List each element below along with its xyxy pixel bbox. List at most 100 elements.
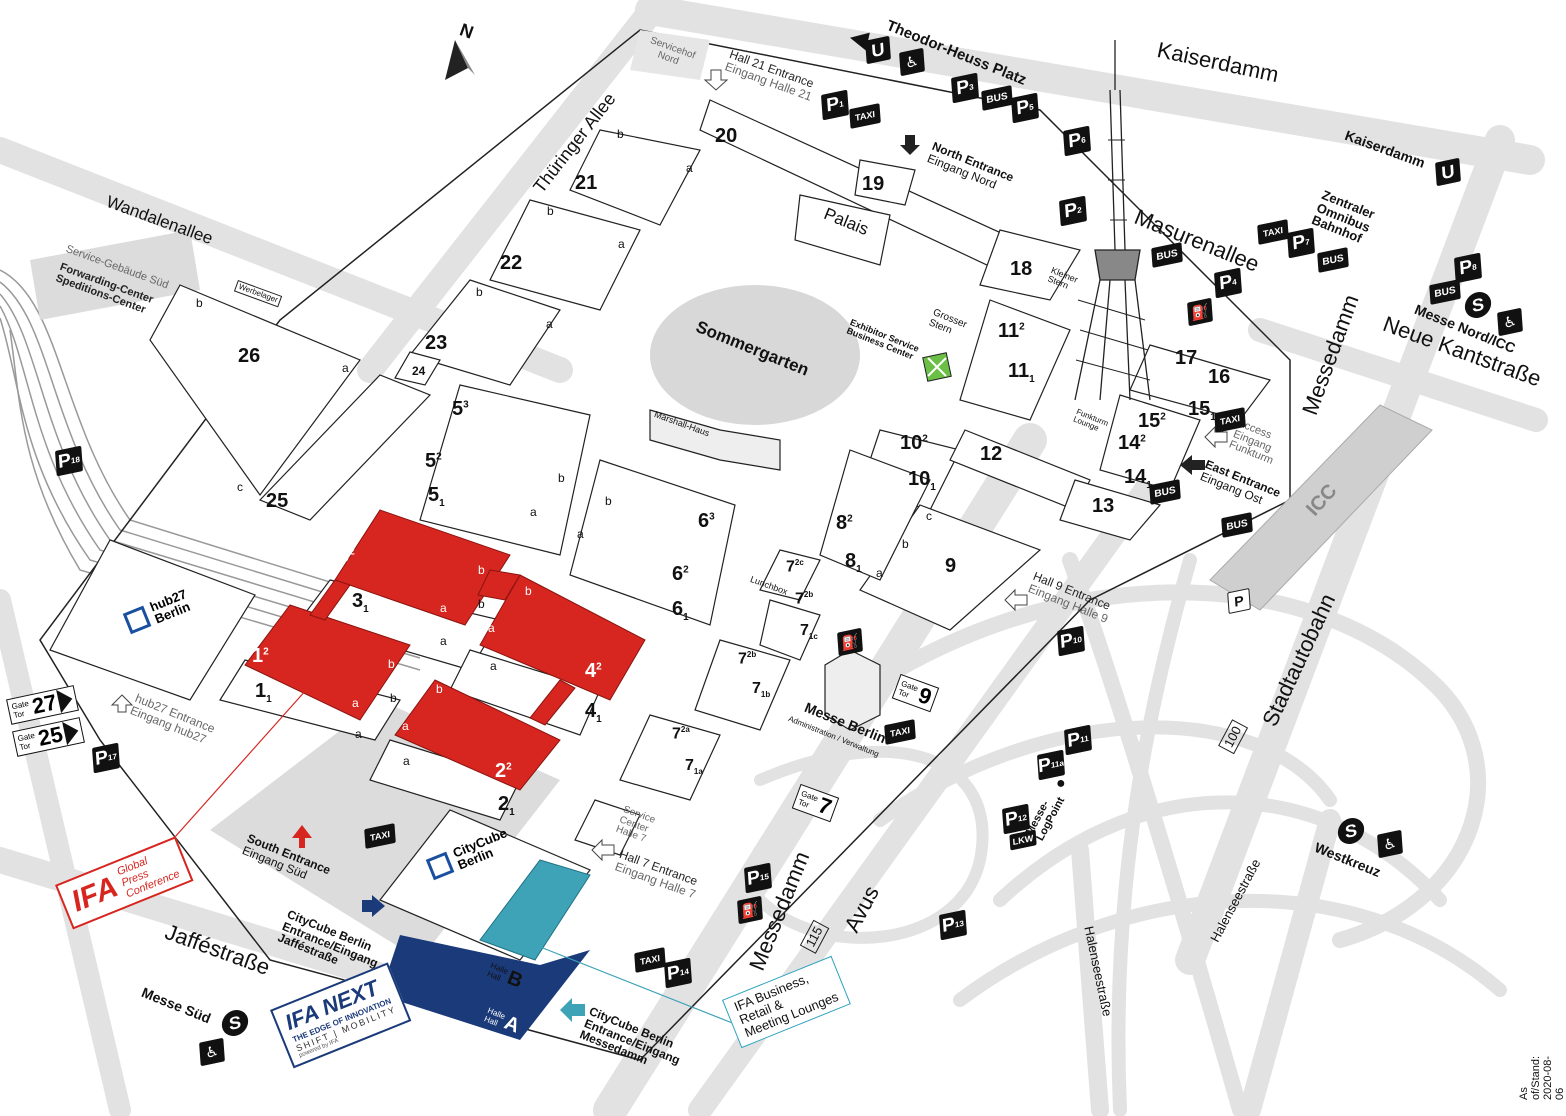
service-center-7 — [574, 799, 641, 856]
south-entrance-arrow-icon — [292, 825, 312, 848]
section-letter: a — [355, 727, 362, 741]
hall9-arrow-icon — [1004, 588, 1028, 612]
section-letter: c — [237, 480, 243, 494]
hall-3-1-label: 31 — [352, 590, 369, 615]
u-bahn-theodor-icon: U — [865, 35, 891, 65]
hall-21 — [569, 129, 701, 226]
section-letter: b — [617, 127, 624, 141]
north-entrance-arrow-icon — [900, 135, 920, 155]
section-letter: a — [352, 696, 359, 710]
road-halensee — [1239, 809, 1341, 1116]
section-letter: a — [440, 634, 447, 648]
hall-2-2-label: 22 — [495, 760, 512, 782]
servicehof-area — [630, 30, 710, 80]
lounge-callout-line — [509, 934, 751, 1031]
hall-19-label: 19 — [862, 173, 885, 195]
connector-3 — [529, 679, 576, 726]
sommergarten — [650, 285, 860, 425]
hall-25 — [258, 374, 432, 521]
u-bahn-kaiserdamm-icon: U — [1435, 157, 1461, 187]
section-letter: a — [577, 527, 584, 541]
section-letter: b — [558, 471, 565, 485]
hall-6-2-label: 62 — [672, 563, 689, 585]
hall-24 — [394, 351, 441, 386]
section-letter: b — [476, 285, 483, 299]
date-stamp: As of/Stand: 2020-08-06 — [1518, 1055, 1566, 1100]
rail-lines — [0, 269, 421, 671]
hall7-arrow-icon — [591, 838, 615, 862]
hall-6 — [569, 459, 736, 626]
section-letter: b — [436, 682, 443, 696]
entrance-arrows — [110, 40, 1228, 1022]
section-letter: b — [388, 657, 395, 671]
ifa-callout-line — [149, 679, 316, 866]
hall-11-1-label: 111 — [1008, 360, 1035, 385]
road-south-left — [0, 589, 131, 1116]
gate-arrow-icon — [55, 686, 75, 714]
accessible-theodor-icon: ♿ — [899, 47, 925, 77]
site-boundary — [39, 29, 1291, 1061]
section-letter: b — [478, 563, 485, 577]
hall-7-1a-label: 71a — [685, 757, 703, 777]
funkturm-tower — [1074, 40, 1151, 401]
section-letter: a — [440, 601, 447, 615]
hall-26-label: 26 — [238, 345, 261, 367]
road-halensee-2 — [1071, 841, 1109, 1116]
citycube-jaffe-arrow-icon — [362, 895, 385, 917]
section-letter: b — [902, 537, 909, 551]
road-neue-kant — [1248, 318, 1548, 432]
hall-8 — [819, 449, 931, 581]
hall-23-label: 23 — [425, 332, 448, 354]
road-interchange-6 — [1111, 553, 1197, 1116]
service-sued-area — [30, 230, 200, 320]
hall-18-label: 18 — [1010, 258, 1033, 280]
hall-7-2b-label: 72b — [795, 590, 814, 608]
hall-7-2a-label: 72a — [672, 725, 690, 743]
hall-22-label: 22 — [500, 252, 523, 274]
hall-7-1c — [759, 599, 821, 661]
road-interchange-3 — [993, 795, 1447, 907]
hall-7-2c — [759, 549, 821, 601]
hall-7-1c-label: 71c — [800, 622, 818, 642]
hall-17-label: 17 — [1175, 347, 1198, 369]
hall-7-2b2-label: 72b — [738, 650, 757, 668]
palais — [794, 194, 891, 266]
hall-13-label: 13 — [1092, 495, 1115, 517]
hall-1-2-label: 12 — [252, 645, 269, 667]
hall-18 — [979, 229, 1081, 301]
section-letter: c — [926, 509, 932, 523]
hall-22 — [489, 199, 641, 311]
accessible-messe-nord-icon: ♿ — [1497, 307, 1523, 337]
section-letter: a — [546, 317, 553, 331]
hall-7-1b-label: 71b — [752, 680, 771, 700]
hub27 — [49, 539, 256, 701]
hall-12-label: 12 — [980, 443, 1003, 465]
road-kaiserdamm — [635, 0, 1545, 175]
accessible-westkreuz-icon: ♿ — [1377, 829, 1403, 859]
hall-26 — [149, 284, 361, 497]
hall-5-1-label: 51 — [428, 484, 445, 509]
section-letter: a — [618, 237, 625, 251]
hall-1-2 — [244, 604, 411, 721]
section-letter: b — [605, 494, 612, 508]
hall-4-2 — [479, 574, 646, 701]
section-letter: a — [342, 361, 349, 375]
hall-9-label: 9 — [945, 555, 957, 577]
hall-7-a — [619, 714, 721, 801]
hall-4-1-label: 41 — [585, 700, 602, 725]
fuel-station-7-icon: ⛽ — [837, 627, 863, 657]
section-letter: a — [490, 659, 497, 673]
section-letter: b — [547, 204, 554, 218]
road-interchange-4 — [953, 893, 1507, 1007]
section-letter: a — [530, 505, 537, 519]
hall-11-2-label: 112 — [998, 320, 1025, 342]
hall-4-2-label: 42 — [585, 660, 602, 682]
